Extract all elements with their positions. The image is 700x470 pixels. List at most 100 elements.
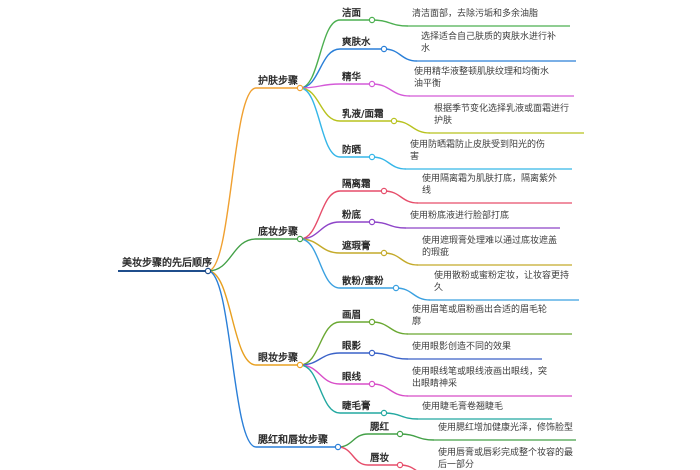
leaf-node-handle[interactable]	[368, 80, 376, 88]
desc-line: 使用散粉或蜜粉定妆，让妆容更持	[434, 269, 569, 281]
desc-line: 使用眉笔或眉粉画出合适的眉毛轮	[412, 303, 547, 315]
leaf-node-handle[interactable]	[368, 380, 376, 388]
desc-line: 使用精华液整顿肌肤纹理和均衡水	[414, 65, 549, 77]
leaf-node-handle[interactable]	[380, 187, 388, 195]
leaf-edge	[299, 190, 341, 240]
leaf-node-label: 唇妆	[370, 452, 390, 464]
leaf-node-label: 洁面	[342, 7, 362, 19]
desc-line: 使用遮瑕膏处理难以通过底妆遮盖	[422, 234, 557, 246]
desc-line: 选择适合自己肤质的爽肤水进行补	[421, 30, 556, 42]
desc-edge	[371, 19, 409, 27]
leaf-node-handle[interactable]	[368, 16, 376, 24]
desc-line: 使用防晒霜防止皮肤受到阳光的伤	[410, 138, 545, 150]
leaf-edge	[299, 364, 341, 385]
desc-edge	[399, 464, 417, 470]
desc-line: 害	[410, 150, 419, 162]
desc-line: 的瑕疵	[422, 246, 449, 258]
leaf-node-label: 精华	[342, 71, 362, 83]
desc-line: 后一部分	[438, 458, 474, 470]
desc-line: 使用眼线笔或眼线液画出眼线，突	[412, 365, 547, 377]
desc-line: 使用隔离霜为肌肤打底，隔离紫外	[422, 172, 557, 184]
desc-edge	[383, 48, 418, 62]
desc-line: 久	[434, 281, 443, 293]
root-node-label: 美妆步骤的先后顺序	[122, 256, 212, 269]
desc-line: 护肤	[434, 114, 452, 126]
desc-line: 使用粉底液进行脸部打底	[410, 209, 509, 221]
leaf-edge	[299, 238, 341, 289]
desc-line: 使用腮红增加健康光泽，修饰脸型	[438, 421, 573, 433]
desc-line: 水	[421, 42, 430, 54]
desc-line: 使用唇膏或唇彩完成整个妆容的最	[438, 446, 573, 458]
desc-edge	[383, 190, 419, 204]
desc-line: 油平衡	[414, 77, 441, 89]
branch-node-handle[interactable]	[296, 235, 304, 243]
desc-line: 出眼睛神采	[412, 377, 457, 389]
desc-edge	[383, 412, 419, 420]
leaf-node-handle[interactable]	[368, 349, 376, 357]
leaf-node-label: 爽肤水	[341, 36, 371, 48]
desc-line: 廓	[412, 315, 421, 327]
leaf-node-label: 眼线	[342, 371, 362, 383]
branch-edge	[207, 238, 257, 272]
leaf-node-label: 画眉	[342, 310, 361, 321]
leaf-node-label: 乳液/面霜	[342, 108, 384, 120]
desc-line: 线	[422, 184, 431, 196]
branch-node-label: 腮红和唇妆步骤	[258, 433, 328, 446]
leaf-node-label: 散粉/蜜粉	[342, 275, 384, 287]
desc-edge	[371, 83, 411, 97]
desc-line: 根据季节变化选择乳液或面霜进行	[434, 102, 569, 114]
leaf-node-label: 睫毛膏	[342, 400, 371, 412]
leaf-edge	[337, 433, 369, 448]
branch-edge	[207, 87, 257, 272]
branch-node-handle[interactable]	[296, 361, 304, 369]
branch-node-handle[interactable]	[334, 443, 342, 451]
desc-edge	[371, 221, 407, 229]
desc-edge	[371, 321, 409, 335]
leaf-node-label: 粉底	[342, 209, 362, 221]
branch-edge	[207, 270, 257, 366]
branch-node-handle[interactable]	[296, 84, 304, 92]
desc-line: 使用睫毛膏卷翘睫毛	[422, 400, 503, 412]
branch-node-label: 护肤步骤	[258, 74, 298, 87]
desc-line: 使用眼影创造不同的效果	[412, 340, 511, 352]
branch-node-label: 底妆步骤	[258, 225, 298, 238]
leaf-edge	[299, 364, 341, 414]
root-node-handle[interactable]	[204, 267, 212, 275]
leaf-node-handle[interactable]	[396, 461, 404, 469]
desc-edge	[383, 252, 419, 266]
leaf-node-handle[interactable]	[368, 318, 376, 326]
leaf-node-handle[interactable]	[392, 284, 400, 292]
desc-edge	[371, 383, 409, 397]
leaf-node-handle[interactable]	[380, 409, 388, 417]
desc-edge	[399, 433, 435, 441]
branch-edge	[207, 270, 257, 448]
desc-edge	[395, 287, 431, 301]
leaf-edge	[337, 446, 369, 466]
mindmap-edges	[118, 19, 584, 470]
leaf-edge	[299, 48, 341, 89]
desc-edge	[371, 156, 407, 170]
leaf-edge	[299, 19, 341, 89]
leaf-node-handle[interactable]	[390, 117, 398, 125]
leaf-node-label: 眼影	[342, 341, 362, 352]
leaf-node-label: 隔离霜	[342, 178, 371, 190]
leaf-edge	[299, 221, 341, 240]
leaf-node-handle[interactable]	[396, 430, 404, 438]
branch-node-label: 眼妆步骤	[258, 351, 298, 364]
leaf-node-handle[interactable]	[380, 249, 388, 257]
leaf-edge	[299, 321, 341, 366]
leaf-node-handle[interactable]	[368, 153, 376, 161]
leaf-edge	[299, 87, 341, 158]
leaf-node-label: 腮红	[369, 421, 390, 433]
leaf-edge	[299, 83, 341, 89]
desc-edge	[393, 120, 431, 134]
leaf-edge	[299, 87, 341, 122]
leaf-node-handle[interactable]	[380, 45, 388, 53]
leaf-node-label: 遮瑕膏	[342, 240, 371, 252]
desc-edge	[371, 352, 409, 360]
leaf-node-handle[interactable]	[368, 218, 376, 226]
leaf-node-label: 防晒	[342, 144, 362, 156]
desc-line: 清洁面部，去除污垢和多余油脂	[412, 7, 538, 19]
